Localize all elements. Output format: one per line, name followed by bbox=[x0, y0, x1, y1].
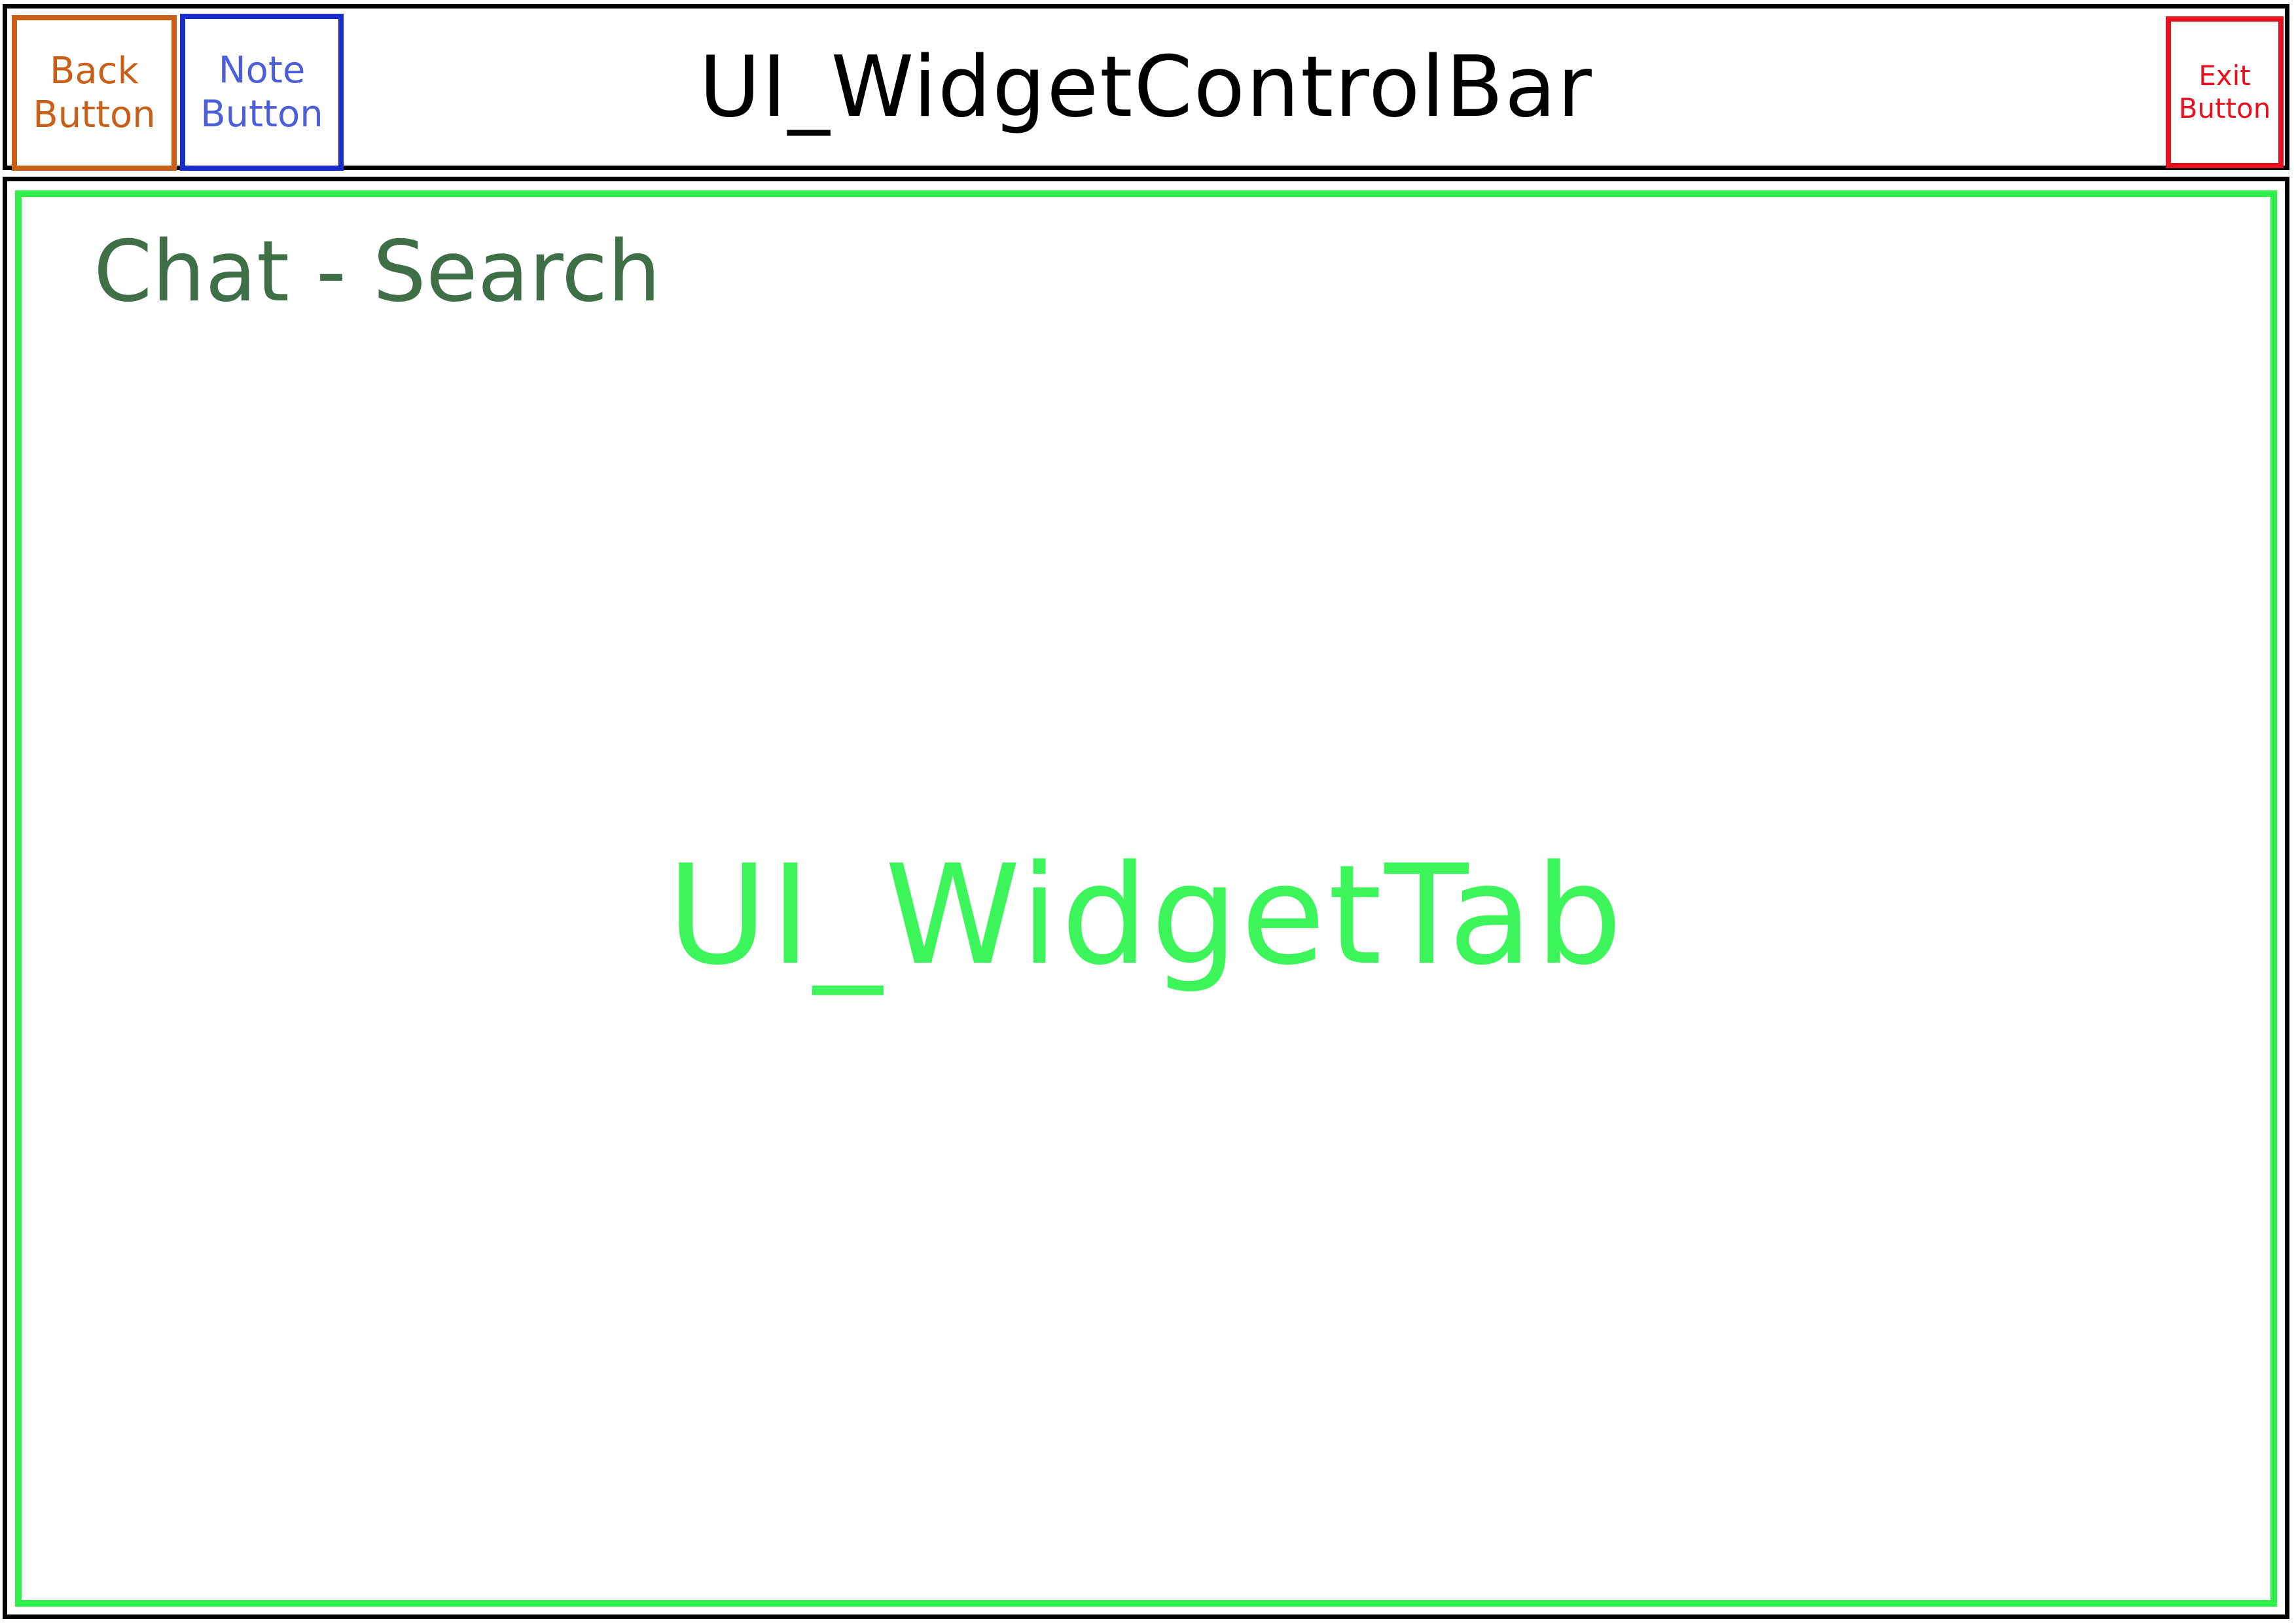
note-button-label-line2: Button bbox=[200, 93, 323, 135]
widget-tab: Chat - Search UI_WidgetTab bbox=[15, 190, 2277, 1607]
control-bar-title: UI_WidgetControlBar bbox=[699, 38, 1593, 136]
exit-button[interactable]: Exit Button bbox=[2166, 16, 2284, 168]
back-button-label-line2: Button bbox=[33, 94, 156, 136]
exit-button-label-line2: Button bbox=[2178, 92, 2271, 124]
widget-tab-label: UI_WidgetTab bbox=[667, 834, 1625, 995]
back-button[interactable]: Back Button bbox=[12, 15, 177, 171]
widget-control-bar: UI_WidgetControlBar Back Button Note But… bbox=[3, 4, 2289, 171]
main-panel: Chat - Search UI_WidgetTab bbox=[3, 177, 2289, 1619]
tab-heading: Chat - Search bbox=[94, 223, 661, 321]
note-button[interactable]: Note Button bbox=[180, 14, 344, 171]
exit-button-label-line1: Exit bbox=[2198, 59, 2251, 92]
note-button-label-line1: Note bbox=[218, 48, 306, 92]
back-button-label-line1: Back bbox=[50, 49, 139, 92]
